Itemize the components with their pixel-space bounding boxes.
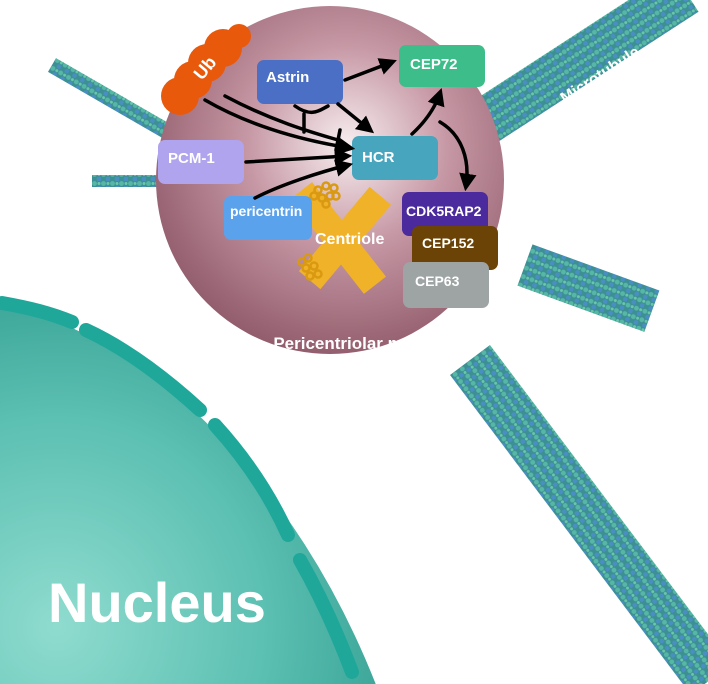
pcm1-box <box>158 140 244 184</box>
arrow-hcr-to-cep72 <box>410 88 445 136</box>
centriole <box>290 181 392 294</box>
inhibit-ub-hcr-bar <box>334 128 342 152</box>
nucleus-label: Nucleus <box>48 571 266 634</box>
centriole-label: Centriole <box>315 231 384 248</box>
inhibit-line <box>293 104 330 115</box>
cep63-label: CEP63 <box>415 273 460 289</box>
astrin-box <box>257 60 343 104</box>
arrow-astrin-to-hcr <box>336 102 375 134</box>
nuclear-envelope-segment-2 <box>79 323 207 417</box>
microtubule-left-lower <box>92 175 167 187</box>
arrow-pcm1-to-hcr <box>244 147 353 166</box>
cep72-label: CEP72 <box>410 56 458 73</box>
inhibit-ub-hcr <box>223 94 340 142</box>
astrin-label: Astrin <box>266 69 309 86</box>
arrow-pericentrin-to-hcr <box>253 159 354 200</box>
nucleus <box>0 296 384 684</box>
cdk5rap2-box <box>402 192 488 236</box>
pericentrin-box <box>224 196 312 240</box>
cep72-box <box>399 45 485 87</box>
cdk5rap2-label: CDK5RAP2 <box>406 203 482 219</box>
hcr-label: HCR <box>362 149 395 166</box>
arrow-hcr-to-cdk5rap2 <box>438 120 477 192</box>
microtubule-middle-right <box>517 244 660 332</box>
nuclear-envelope-segment-4 <box>293 553 359 679</box>
hcr-box <box>352 136 438 180</box>
arrow-ub-to-hcr <box>203 98 356 155</box>
microtubule-lower-right <box>450 344 708 684</box>
pcm1-label: PCM-1 <box>168 150 215 167</box>
microtubule-left-upper <box>48 58 186 147</box>
nuclear-envelope-segment-1 <box>0 296 79 329</box>
pericentrin-label: pericentrin <box>230 203 302 219</box>
cep152-label: CEP152 <box>422 235 474 251</box>
nuclear-envelope-segment-3 <box>208 418 295 542</box>
ub-chain <box>161 24 251 115</box>
arrow-astrin-to-cep72 <box>343 58 397 82</box>
microtubule-upper-right <box>466 0 699 146</box>
cep63-box <box>403 262 489 308</box>
cep152-box <box>412 226 498 270</box>
pcm-label: Pericentriolar matrix <box>273 334 439 353</box>
